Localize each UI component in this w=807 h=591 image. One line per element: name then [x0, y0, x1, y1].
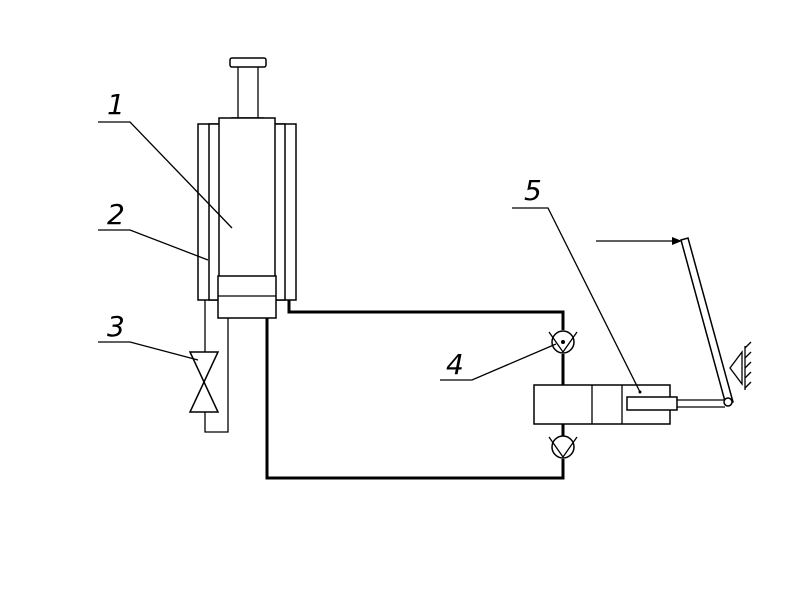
pivot-support-icon [729, 341, 752, 390]
callout-4: 4 [446, 348, 464, 381]
press-body [197, 117, 297, 319]
check-valve-lower [548, 435, 578, 459]
pump-cylinder [533, 384, 725, 425]
valve-bottom [188, 380, 220, 413]
check-valve-upper [548, 330, 578, 354]
callout-5: 5 [524, 174, 542, 207]
callout-1: 1 [107, 88, 125, 121]
drain-circuit [188, 300, 229, 433]
leader-lines [98, 121, 641, 393]
callout-3: 3 [107, 310, 125, 343]
hand-lever [596, 237, 734, 407]
force-arrow-icon [672, 237, 682, 245]
pump-rod-head [626, 396, 678, 411]
press-cylinder [217, 275, 277, 319]
callout-2: 2 [107, 198, 125, 231]
hydraulic-lines [265, 300, 565, 480]
valve-top [188, 351, 220, 384]
